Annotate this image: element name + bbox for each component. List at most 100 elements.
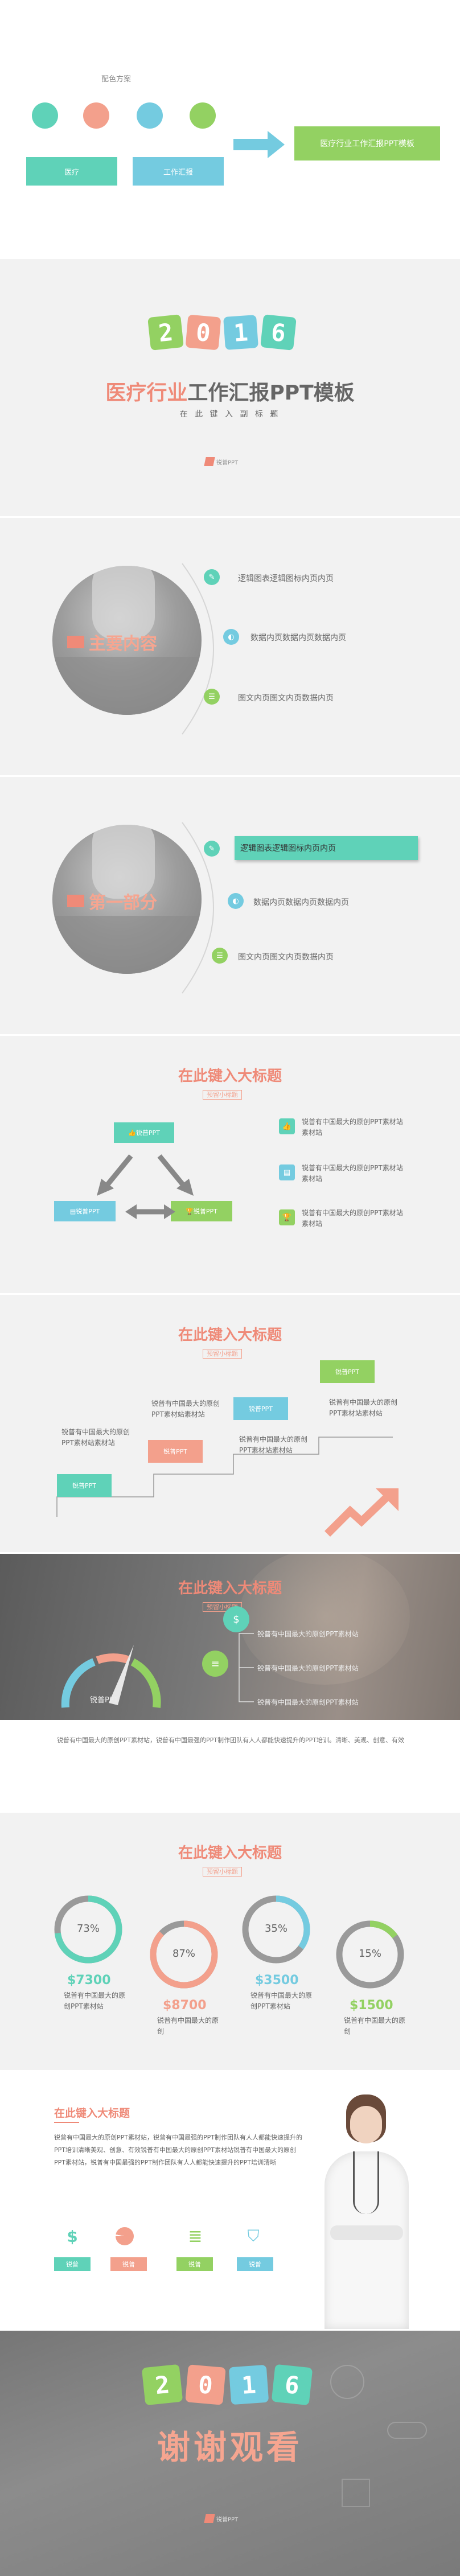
slide-section-1: 第一部分 ✎ 逻辑图表逻辑图标内页内页 ◐ 数据内页数据内页数据内页 ☰ 图文内… bbox=[0, 777, 460, 1034]
donut-progress-arc bbox=[54, 1895, 122, 1964]
donut-progress-arc bbox=[150, 1920, 218, 1989]
toc-label-text: 主要内容 bbox=[89, 634, 157, 654]
slide-doctor: 在此键入大标题 锐普有中国最大的原创PPT素材站，锐普有中国最强的PPT制作团队… bbox=[0, 2072, 460, 2329]
cycle-text-1: 锐普有中国最大的原创PPT素材站素材站 bbox=[302, 1118, 403, 1137]
palette-tag-medical: 医疗 bbox=[26, 157, 117, 186]
gauge-paragraph: 锐普有中国最大的原创PPT素材站，锐普有中国最强的PPT制作团队有人人都能快速提… bbox=[57, 1736, 404, 1744]
palette-tag-report: 工作汇报 bbox=[133, 157, 224, 186]
donut-3-label: 35% bbox=[264, 1923, 288, 1935]
slide-palette: 配色方案 医疗 工作汇报 医疗行业工作汇报PPT模板 bbox=[0, 0, 460, 257]
section-bullet-icon: ☰ bbox=[212, 948, 228, 964]
thanks-text: 谢谢观看 bbox=[157, 2428, 303, 2467]
doctor-photo bbox=[92, 566, 155, 640]
slide-title: 在此键入大标题 bbox=[178, 1580, 282, 1597]
slide-steps: 在此键入大标题 预留小标题 锐普PPT 锐普PPT 锐普PPT 锐普PPT 锐普… bbox=[0, 1295, 460, 1552]
donut-3-svg bbox=[242, 1895, 310, 1964]
palette-result-tag: 医疗行业工作汇报PPT模板 bbox=[294, 126, 440, 161]
cover-title-rest: 工作汇报PPT模板 bbox=[187, 381, 355, 405]
trophy-icon: 🏆 bbox=[186, 1207, 194, 1215]
shield-icon: ⛉ bbox=[247, 2227, 260, 2245]
slide-toc: 主要内容 ✎ 逻辑图表逻辑图标内页内页 ◐ 数据内页数据内页数据内页 ☰ 图文内… bbox=[0, 518, 460, 775]
slide-title: 在此键入大标题 bbox=[178, 1327, 282, 1344]
step-2-text: 锐普有中国最大的原创PPT素材站素材站 bbox=[151, 1400, 220, 1418]
toc-item-3: 图文内页图文内页数据内页 bbox=[238, 694, 334, 703]
gauge-icon bbox=[61, 1645, 161, 1708]
trophy-icon: 🏆 bbox=[279, 1209, 295, 1225]
cover-title: 医疗行业工作汇报PPT模板 bbox=[0, 376, 460, 406]
digit-box: 0 bbox=[185, 314, 221, 351]
arrow-right-icon bbox=[233, 131, 285, 158]
toc-arc bbox=[182, 563, 214, 735]
section-item-3: 图文内页图文内页数据内页 bbox=[238, 953, 334, 962]
slide-cover: 2 0 1 6 医疗行业工作汇报PPT模板 在 此 键 入 副 标 题 锐普PP… bbox=[0, 259, 460, 516]
donut-4-desc: 锐普有中国最大的原创 bbox=[344, 2017, 406, 2035]
donut-4-amount: $1500 bbox=[350, 1998, 393, 2013]
hospital-icon bbox=[67, 636, 84, 648]
section-item-1-highlight: 逻辑图表逻辑图标内页内页 bbox=[235, 836, 418, 860]
money-bag-icon: $ bbox=[223, 1606, 249, 1632]
cycle-node-right: 🏆锐普PPT bbox=[171, 1201, 232, 1221]
toc-photo-circle bbox=[52, 566, 202, 715]
donut-1-desc: 锐普有中国最大的原创PPT素材站 bbox=[64, 1991, 126, 2010]
hospital-icon bbox=[67, 895, 84, 907]
cycle-node-top: 👍锐普PPT bbox=[114, 1122, 174, 1143]
donut-progress-arc bbox=[336, 1920, 404, 1989]
cover-subtitle: 在 此 键 入 副 标 题 bbox=[179, 410, 281, 419]
brand-logo-icon bbox=[204, 457, 215, 466]
donut-1-amount: $7300 bbox=[67, 1973, 111, 1987]
hospital-icon: ▤ bbox=[69, 1207, 76, 1215]
gauge-item-3: 锐普有中国最大的原创PPT素材站 bbox=[257, 1698, 359, 1706]
money-bag-icon: $ bbox=[67, 2227, 78, 2246]
tag-1: 锐普 bbox=[54, 2257, 91, 2271]
cycle-text-3: 锐普有中国最大的原创PPT素材站素材站 bbox=[302, 1209, 403, 1228]
cover-title-main: 医疗行业 bbox=[105, 381, 188, 405]
gauge-item-1: 锐普有中国最大的原创PPT素材站 bbox=[257, 1630, 359, 1638]
step-2-tag: 锐普PPT bbox=[148, 1440, 203, 1463]
donut-2-label: 87% bbox=[172, 1948, 195, 1960]
slide-gauge: 在此键入大标题 预留小标题 锐普PPT $ ≡ 锐普有中国最大的原创PPT素材站… bbox=[0, 1554, 460, 1811]
slide-subtitle: 预留小标题 bbox=[203, 1867, 242, 1877]
cover-logo-text: 锐普PPT bbox=[216, 459, 239, 466]
step-4-tag: 锐普PPT bbox=[320, 1360, 375, 1383]
slide-title: 在此键入大标题 bbox=[178, 1068, 282, 1085]
step-1-text: 锐普有中国最大的原创PPT素材站素材站 bbox=[61, 1428, 130, 1447]
donut-2: 87% bbox=[147, 1917, 221, 1991]
section-bullet-icon: ✎ bbox=[204, 841, 220, 857]
gauge-label: 锐普PPT bbox=[90, 1696, 118, 1705]
palette-dot-2 bbox=[83, 102, 109, 129]
digit-box: 0 bbox=[185, 2364, 226, 2405]
donut-3: 35% bbox=[239, 1892, 313, 1966]
slide-ending: 2 0 1 6 谢谢观看 锐普PPT bbox=[0, 2331, 460, 2576]
doctor-paragraph: 锐普有中国最大的原创PPT素材站，锐普有中国最强的PPT制作团队有人人都能快速提… bbox=[54, 2134, 302, 2166]
donut-3-amount: $3500 bbox=[255, 1973, 299, 1987]
palette-dot-1 bbox=[32, 102, 58, 129]
digit-box: 6 bbox=[260, 314, 297, 351]
cycle-node-left: ▤锐普PPT bbox=[54, 1201, 116, 1221]
slide-title: 在此键入大标题 bbox=[54, 2107, 130, 2120]
section-item-2: 数据内页数据内页数据内页 bbox=[253, 898, 349, 907]
tag-2: 锐普 bbox=[110, 2257, 147, 2271]
year-digits: 2 0 1 6 bbox=[141, 2364, 313, 2406]
digit-box: 6 bbox=[271, 2364, 313, 2406]
digit-box: 2 bbox=[141, 2364, 183, 2406]
stethoscope-icon bbox=[353, 2151, 379, 2214]
donut-4-svg bbox=[336, 1920, 404, 1989]
lab-photo-banner bbox=[0, 1554, 460, 1720]
toc-item-1: 逻辑图表逻辑图标内页内页 bbox=[238, 574, 334, 583]
coins-icon: ≣ bbox=[188, 2226, 203, 2246]
ending-logo: 锐普PPT bbox=[204, 2514, 238, 2523]
donut-4-label: 15% bbox=[358, 1948, 381, 1960]
thumb-icon: 👍 bbox=[279, 1118, 295, 1134]
step-1-tag: 锐普PPT bbox=[57, 1474, 112, 1497]
section-label-text: 第一部分 bbox=[89, 893, 157, 913]
toc-label: 主要内容 bbox=[67, 629, 157, 655]
tag-4: 锐普 bbox=[237, 2257, 273, 2271]
slide-donuts: 在此键入大标题 预留小标题 73% 87% 35% 15% $7300 锐普有中… bbox=[0, 1813, 460, 2070]
thumb-icon: 👍 bbox=[128, 1129, 136, 1137]
toc-item-2: 数据内页数据内页数据内页 bbox=[250, 633, 346, 643]
slide-subtitle: 预留小标题 bbox=[203, 1090, 242, 1100]
digit-box: 1 bbox=[228, 2364, 269, 2405]
brand-logo-icon bbox=[204, 2514, 215, 2523]
section-photo-circle bbox=[52, 825, 202, 974]
